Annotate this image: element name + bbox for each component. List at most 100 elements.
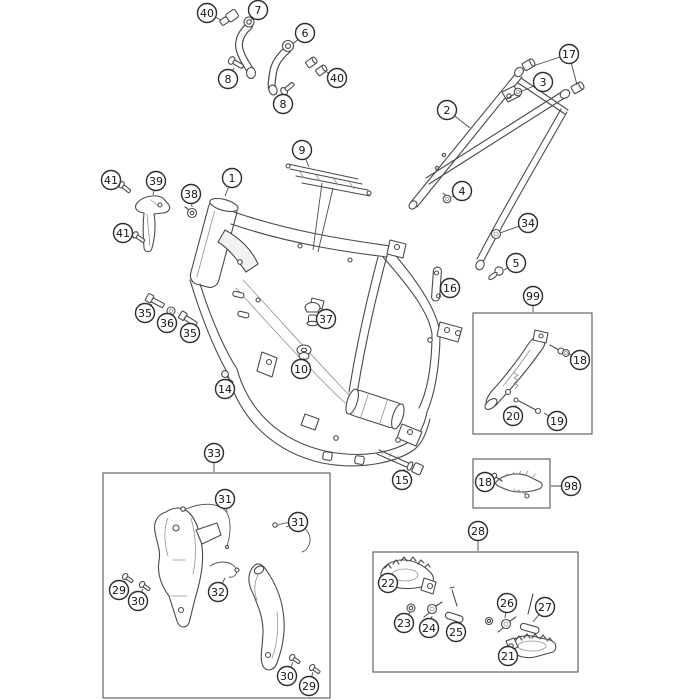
callout-23-42[interactable]: 23	[393, 611, 415, 634]
callout-8-5[interactable]: 8	[272, 93, 294, 115]
callout-5-17[interactable]: 5	[503, 252, 527, 274]
callout-98-32[interactable]: 98	[551, 475, 582, 497]
callout-19-28[interactable]: 19	[543, 410, 568, 432]
callout-circle	[207, 581, 229, 603]
callout-38-14[interactable]: 38	[180, 183, 202, 208]
box-33	[102, 472, 331, 699]
callout-29-37[interactable]: 29	[108, 579, 130, 601]
part-6-bracket	[267, 39, 295, 96]
callout-1-11[interactable]: 1	[221, 167, 243, 197]
callout-circle	[532, 71, 554, 93]
callout-15-30[interactable]: 15	[391, 468, 413, 491]
callout-40-0[interactable]: 40	[196, 2, 222, 24]
callout-circle	[196, 2, 218, 24]
callout-circle	[180, 183, 202, 205]
callout-21-45[interactable]: 21	[497, 645, 519, 667]
callout-number: 18	[478, 476, 492, 489]
callout-number: 4	[459, 185, 466, 198]
callout-14-26[interactable]: 14	[214, 378, 236, 400]
callout-circle	[439, 277, 461, 299]
callout-number: 10	[294, 363, 308, 376]
callout-number: 16	[443, 282, 457, 295]
callout-circle	[221, 167, 243, 189]
callout-8-3[interactable]: 8	[217, 67, 239, 90]
part-38-clamp	[184, 206, 198, 219]
callout-circle	[534, 596, 556, 618]
callout-circle	[315, 308, 337, 330]
part-1-main-frame	[189, 197, 463, 467]
part-98-bracket	[490, 470, 543, 499]
callout-2-8[interactable]: 2	[436, 99, 471, 129]
callout-30-38[interactable]: 30	[127, 588, 149, 612]
part-left-frame-guard	[154, 507, 222, 628]
part-right-frame-guard	[248, 563, 285, 671]
callout-circle	[522, 285, 544, 307]
callout-number: 41	[104, 174, 118, 187]
callout-31-34[interactable]: 31	[285, 511, 309, 533]
callout-22-36[interactable]: 22	[377, 572, 399, 594]
group-boxes	[102, 312, 593, 699]
hardware-15-bolt	[376, 449, 424, 476]
hardware-35-36	[144, 293, 198, 327]
callout-36-21[interactable]: 36	[156, 312, 178, 334]
callout-26-40[interactable]: 26	[496, 592, 518, 619]
callout-35-22[interactable]: 35	[179, 322, 201, 344]
callout-33-29[interactable]: 33	[203, 442, 225, 473]
callout-number: 98	[564, 480, 578, 493]
callout-10-25[interactable]: 10	[290, 357, 312, 380]
callout-circle	[505, 252, 527, 274]
callout-9-10[interactable]: 9	[291, 139, 313, 168]
callout-number: 37	[319, 313, 333, 326]
callout-number: 20	[506, 410, 520, 423]
box-28	[372, 551, 579, 673]
callout-35-20[interactable]: 35	[134, 302, 156, 324]
callout-circle	[298, 675, 320, 697]
callout-circle	[474, 471, 496, 493]
hardware-26-27	[484, 593, 540, 634]
callout-29-47[interactable]: 29	[298, 671, 320, 697]
callout-circle	[287, 511, 309, 533]
callout-30-46[interactable]: 30	[276, 661, 298, 687]
callout-41-12[interactable]: 41	[100, 169, 122, 191]
callout-circle	[134, 302, 156, 324]
callout-18-31[interactable]: 18	[474, 471, 496, 493]
callout-31-33[interactable]: 31	[214, 488, 236, 513]
callout-number: 30	[131, 595, 145, 608]
callout-circle	[214, 488, 236, 510]
hardware-14-bolt	[221, 370, 234, 383]
callout-99-19[interactable]: 99	[522, 285, 544, 313]
callout-20-27[interactable]: 20	[502, 404, 524, 427]
callout-25-44[interactable]: 25	[445, 620, 467, 643]
callout-number: 40	[330, 72, 344, 85]
callout-circle	[290, 358, 312, 380]
callout-32-39[interactable]: 32	[207, 577, 229, 603]
callout-18-24[interactable]: 18	[567, 349, 591, 371]
callout-28-35[interactable]: 28	[467, 520, 489, 552]
hardware-top	[219, 8, 328, 96]
callout-circle	[560, 475, 582, 497]
callout-circle	[217, 68, 239, 90]
callout-34-16[interactable]: 34	[499, 212, 539, 234]
callout-number: 28	[471, 525, 485, 538]
callout-circle	[445, 621, 467, 643]
callout-circle	[451, 180, 473, 202]
callout-24-43[interactable]: 24	[418, 615, 440, 639]
callout-39-13[interactable]: 39	[145, 170, 167, 196]
callout-circle	[326, 67, 348, 89]
callout-37-23[interactable]: 37	[315, 308, 337, 330]
callout-3-7[interactable]: 3	[519, 71, 554, 93]
callout-number: 39	[149, 175, 163, 188]
callout-number: 1	[229, 172, 236, 185]
callout-number: 17	[562, 48, 576, 61]
callout-17-6[interactable]: 17	[532, 43, 580, 86]
callout-27-41[interactable]: 27	[532, 596, 556, 623]
callout-number: 8	[225, 73, 232, 86]
callout-6-2[interactable]: 6	[292, 22, 316, 45]
callout-7-1[interactable]: 7	[247, 0, 269, 21]
callout-16-18[interactable]: 16	[439, 277, 461, 299]
callout-number: 21	[501, 650, 515, 663]
callout-41-15[interactable]: 41	[112, 222, 135, 244]
callout-4-9[interactable]: 4	[451, 180, 473, 202]
callout-40-4[interactable]: 40	[324, 67, 348, 89]
callout-circle	[179, 322, 201, 344]
